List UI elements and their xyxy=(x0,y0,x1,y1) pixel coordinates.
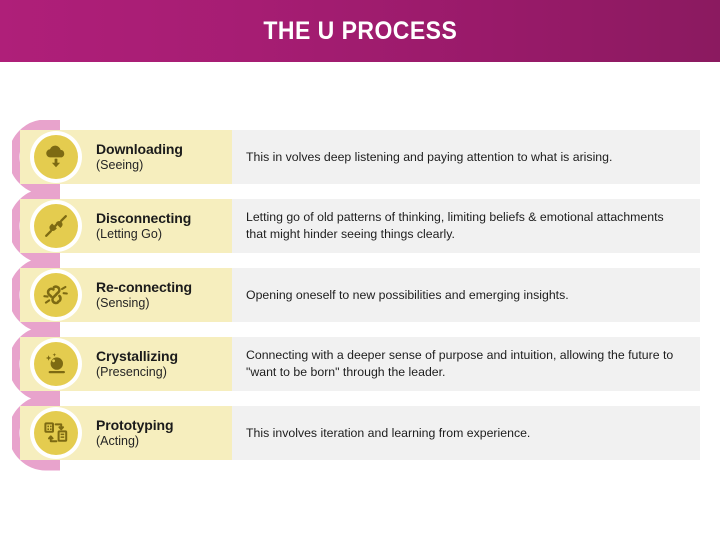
step-title: Crystallizing xyxy=(96,348,178,365)
step-title: Prototyping xyxy=(96,417,174,434)
step-title: Downloading xyxy=(96,141,183,158)
page-title: THE U PROCESS xyxy=(263,16,457,45)
step-description: Letting go of old patterns of thinking, … xyxy=(246,210,664,241)
page-header: THE U PROCESS xyxy=(0,0,720,62)
step-description-band: Opening oneself to new possibilities and… xyxy=(232,268,700,322)
step-label-text: Disconnecting (Letting Go) xyxy=(96,210,191,241)
step-description: Opening oneself to new possibilities and… xyxy=(246,287,569,302)
step-subtitle: (Acting) xyxy=(96,434,140,449)
step-row[interactable]: Crystallizing (Presencing) Connecting wi… xyxy=(20,337,700,391)
step-label-text: Re-connecting (Sensing) xyxy=(96,279,192,310)
step-title: Disconnecting xyxy=(96,210,192,227)
step-subtitle: (Seeing) xyxy=(96,158,144,173)
step-subtitle: (Letting Go) xyxy=(96,227,163,242)
crystal-ball-icon xyxy=(34,342,78,386)
step-label-band: Disconnecting (Letting Go) xyxy=(20,199,232,253)
u-process-diagram: Downloading (Seeing) This in volves deep… xyxy=(0,62,720,540)
step-description: This involves iteration and learning fro… xyxy=(246,425,531,440)
step-subtitle: (Presencing) xyxy=(96,365,167,380)
step-label-band: Crystallizing (Presencing) xyxy=(20,337,232,391)
step-label-band: Re-connecting (Sensing) xyxy=(20,268,232,322)
step-description: This in volves deep listening and paying… xyxy=(246,149,613,164)
step-label-band: Downloading (Seeing) xyxy=(20,130,232,184)
step-row[interactable]: Downloading (Seeing) This in volves deep… xyxy=(20,130,700,184)
step-subtitle: (Sensing) xyxy=(96,296,150,311)
step-description: Connecting with a deeper sense of purpos… xyxy=(246,348,674,379)
cloud-download-icon xyxy=(34,135,78,179)
step-row[interactable]: Re-connecting (Sensing) Opening oneself … xyxy=(20,268,700,322)
step-label-band: Prototyping (Acting) xyxy=(20,406,232,460)
step-label-text: Downloading (Seeing) xyxy=(96,141,183,172)
step-description-band: This involves iteration and learning fro… xyxy=(232,406,700,460)
prototype-iteration-icon xyxy=(34,411,78,455)
unplugged-plug-icon xyxy=(34,204,78,248)
step-label-text: Prototyping (Acting) xyxy=(96,417,174,449)
step-title: Re-connecting xyxy=(96,279,192,296)
step-row[interactable]: Prototyping (Acting) This involves itera… xyxy=(20,406,700,460)
broken-chain-link-icon xyxy=(34,273,78,317)
step-rows: Downloading (Seeing) This in volves deep… xyxy=(0,62,720,540)
step-description-band: This in volves deep listening and paying… xyxy=(232,130,700,184)
step-description-band: Connecting with a deeper sense of purpos… xyxy=(232,337,700,391)
step-label-text: Crystallizing (Presencing) xyxy=(96,348,178,379)
step-description-band: Letting go of old patterns of thinking, … xyxy=(232,199,700,253)
step-row[interactable]: Disconnecting (Letting Go) Letting go of… xyxy=(20,199,700,253)
